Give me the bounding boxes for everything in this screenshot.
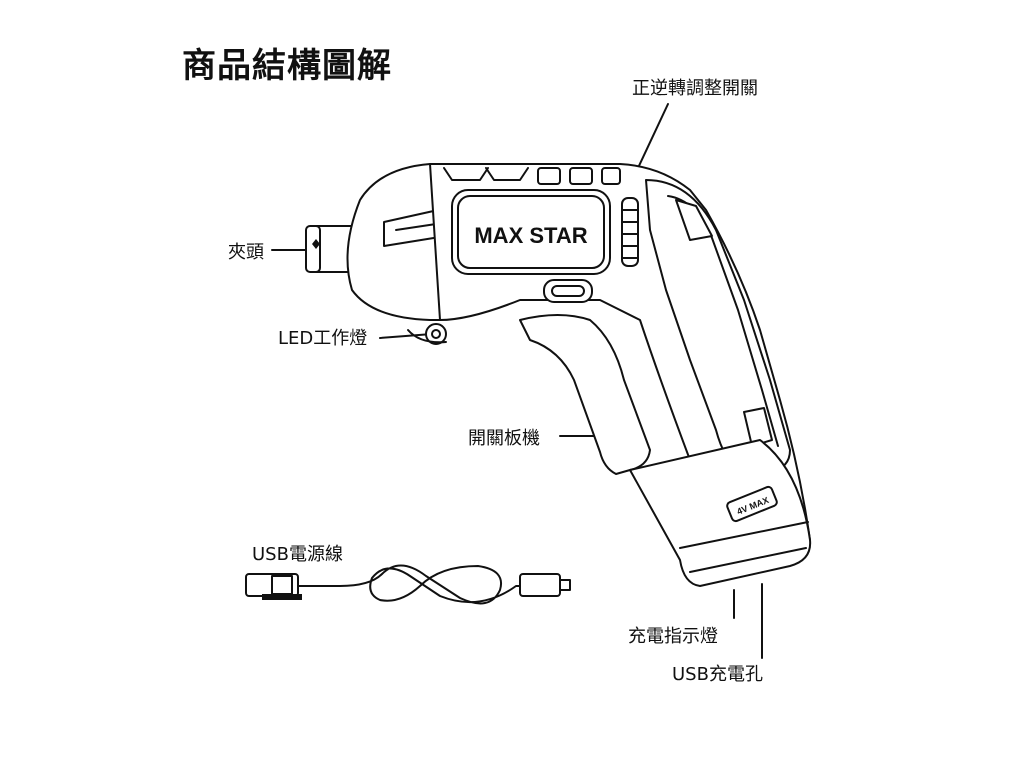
battery-base [629,439,812,587]
callout-usb-port: USB充電孔 [672,664,763,685]
trigger-icon [519,314,651,475]
callout-charge-indicator: 充電指示燈 [628,626,718,647]
brand-label: MAX STAR [474,223,587,248]
led-light-icon [407,323,447,345]
page-title: 商品結構圖解 [182,46,392,86]
callout-chuck: 夾頭 [228,242,264,263]
usb-cable-icon [245,564,571,605]
direction-switch-icon [543,279,593,303]
leader-led [379,333,433,339]
callout-direction-switch: 正逆轉調整開關 [632,78,758,99]
handle-grip [645,179,791,473]
callout-usb-cable: USB電源線 [252,544,343,565]
nose-cone [346,163,447,321]
callout-led-light: LED工作燈 [278,328,368,349]
callout-trigger: 開關板機 [468,428,540,449]
